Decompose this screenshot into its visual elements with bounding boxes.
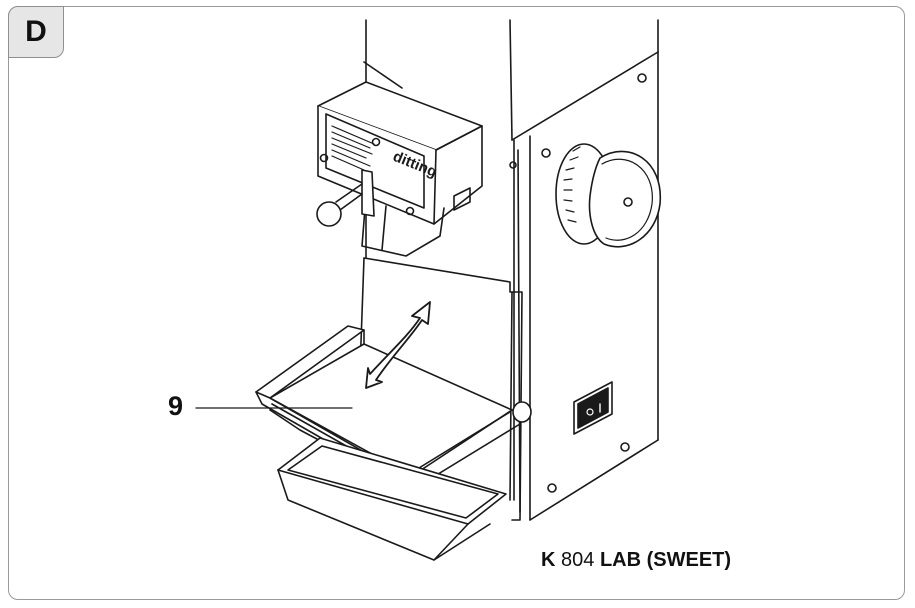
screw bbox=[547, 483, 557, 493]
power-switch[interactable] bbox=[573, 381, 613, 435]
model-caption: K 804 LAB (SWEET) bbox=[541, 549, 731, 572]
screw bbox=[541, 148, 551, 158]
drip-cup bbox=[277, 437, 507, 561]
grind-adjustment-knob[interactable] bbox=[555, 143, 661, 248]
grinder-body bbox=[363, 19, 659, 521]
discharge-head: ditting bbox=[317, 81, 483, 257]
screw bbox=[509, 161, 517, 169]
caption-model: 804 bbox=[561, 549, 595, 571]
panel-label: D bbox=[8, 6, 64, 58]
panel-letter: D bbox=[25, 15, 47, 48]
fold-arrow bbox=[365, 301, 431, 389]
caption-variant: LAB (SWEET) bbox=[599, 549, 732, 571]
screw bbox=[637, 73, 647, 83]
callout-number: 9 bbox=[168, 391, 184, 421]
folding-tray[interactable] bbox=[255, 325, 532, 495]
lever-handle[interactable] bbox=[316, 169, 375, 227]
figure-frame bbox=[8, 6, 905, 600]
caption-brand: K bbox=[541, 549, 556, 571]
screw bbox=[620, 442, 630, 452]
